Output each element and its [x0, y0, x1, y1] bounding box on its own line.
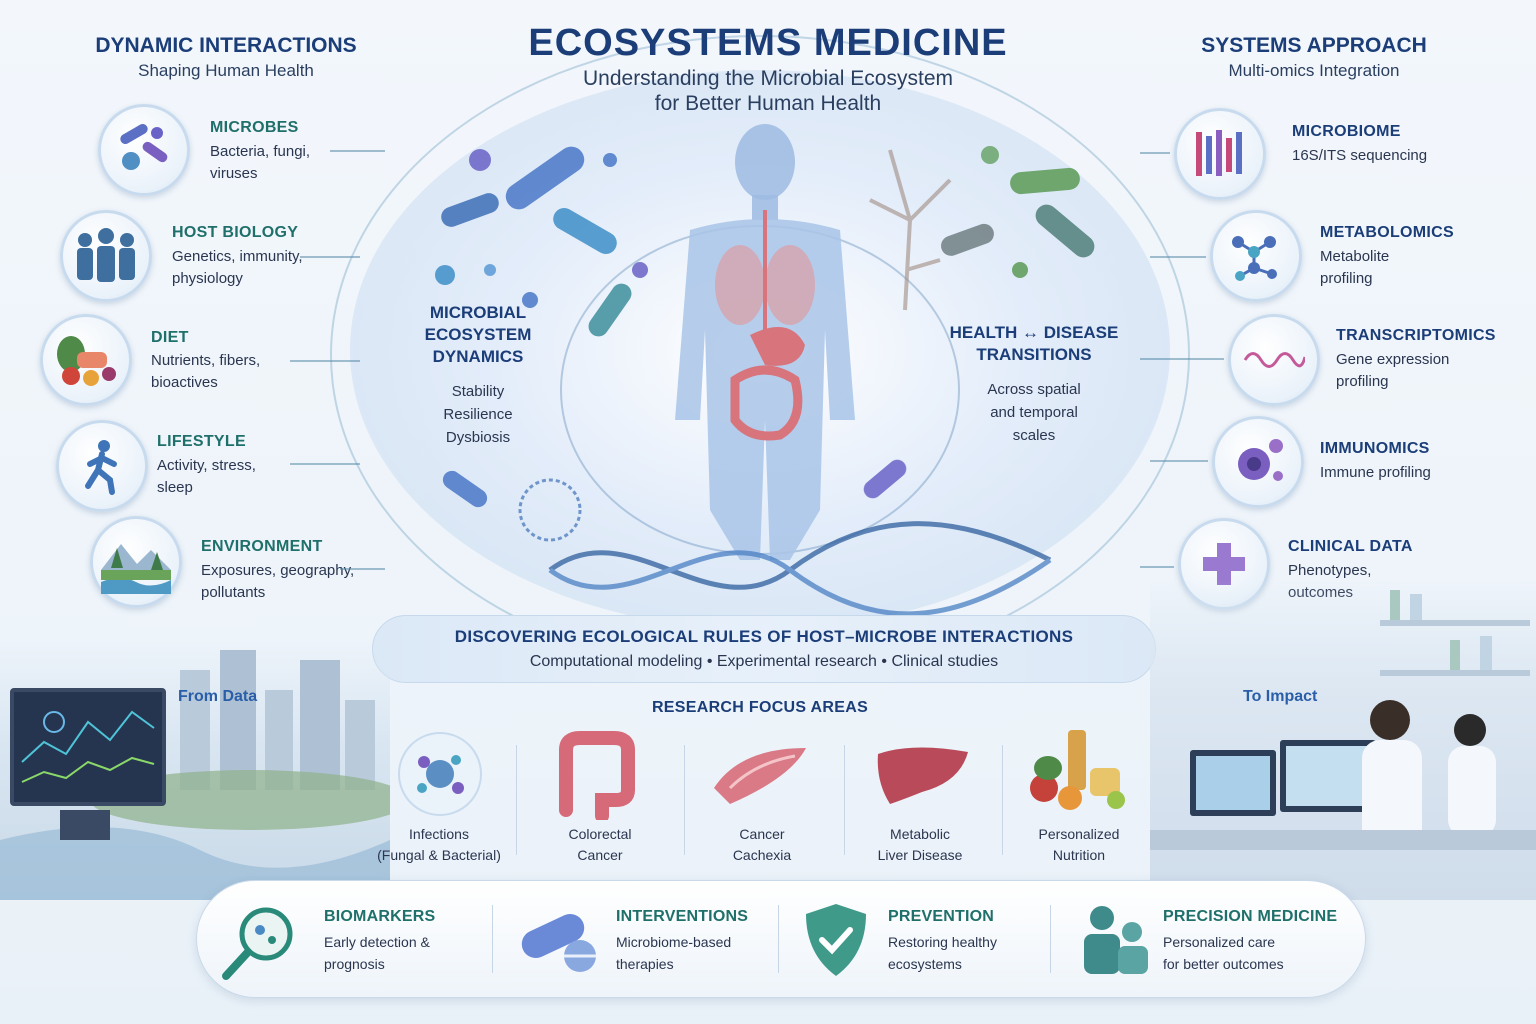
dna-helix	[548, 521, 1052, 617]
right-panel-heading: SYSTEMS APPROACH	[1201, 34, 1427, 57]
connector	[290, 463, 360, 465]
human-body	[675, 124, 855, 560]
focus-title: RESEARCH FOCUS AREAS	[651, 699, 869, 716]
pathogen-icon	[398, 732, 482, 816]
microbes-icon	[98, 104, 190, 196]
connector	[300, 256, 360, 258]
outcome-desc: Early detection &prognosis	[324, 934, 430, 972]
monitor	[10, 688, 166, 806]
left-item-desc: Nutrients, fibers,bioactives	[151, 352, 261, 391]
left-panel-heading: DYNAMIC INTERACTIONS	[95, 34, 357, 57]
nutrition-icon	[1028, 728, 1132, 817]
subtitle-line-2: for Better Human Health	[654, 92, 882, 115]
lab-scene	[1150, 580, 1536, 900]
muscle-icon	[710, 738, 810, 813]
connector	[1150, 256, 1206, 258]
runner-icon	[56, 420, 148, 512]
colon-icon	[552, 730, 642, 825]
connector	[1140, 152, 1170, 154]
left-item-title: ENVIRONMENT	[201, 538, 323, 555]
connector	[340, 568, 385, 570]
divider	[1050, 905, 1051, 973]
right-item-title: METABOLOMICS	[1320, 224, 1454, 241]
wave-icon	[1228, 314, 1320, 406]
liver-icon	[872, 742, 972, 813]
right-item-title: MICROBIOME	[1292, 123, 1401, 140]
outcome-title: BIOMARKERS	[324, 908, 436, 925]
health-disease-label: HEALTH ↔ DISEASE TRANSITIONS Across spat…	[949, 323, 1119, 444]
pill-icon	[516, 904, 606, 981]
band-subtitle: Computational modeling • Experimental re…	[529, 653, 999, 670]
left-item-title: DIET	[151, 329, 189, 346]
divider	[778, 905, 779, 973]
connector	[1140, 566, 1174, 568]
left-item-desc: Exposures, geography,pollutants	[201, 562, 355, 601]
outcome-title: PRECISION MEDICINE	[1163, 908, 1338, 925]
right-item-title: IMMUNOMICS	[1320, 440, 1430, 457]
left-item-title: HOST BIOLOGY	[172, 224, 299, 241]
connector	[330, 150, 385, 152]
microbes-left	[435, 146, 648, 542]
left-item-desc: Genetics, immunity,physiology	[172, 248, 303, 287]
outcome-title: INTERVENTIONS	[616, 908, 749, 925]
focus-label: Infections(Fungal & Bacterial)	[377, 826, 501, 863]
shield-check-icon	[804, 902, 868, 983]
right-panel-subheading: Multi-omics Integration	[1228, 61, 1400, 80]
left-panel-subheading: Shaping Human Health	[138, 61, 314, 80]
divider	[492, 905, 493, 973]
connector	[1140, 358, 1224, 360]
central-illustration	[435, 124, 1095, 617]
landscape-icon	[90, 516, 182, 608]
microbes-right	[863, 146, 1095, 499]
ecosystem-dynamics-label: MICROBIAL ECOSYSTEM DYNAMICS Stability R…	[424, 303, 532, 446]
sequencing-icon	[1174, 108, 1266, 200]
page-title: ECOSYSTEMS MEDICINE	[528, 22, 1008, 64]
monitor-stand	[60, 810, 110, 840]
outcomes-bar	[196, 880, 1366, 998]
subtitle-line-1: Understanding the Microbial Ecosystem	[582, 67, 953, 90]
page-subtitle: Understanding the Microbial Ecosystem fo…	[468, 66, 1068, 116]
left-item-title: MICROBES	[210, 119, 299, 136]
molecule-icon	[1210, 210, 1302, 302]
connector	[290, 360, 360, 362]
people-icon	[60, 210, 152, 302]
magnifier-icon	[220, 902, 300, 987]
family-icon	[1076, 904, 1152, 981]
left-item-desc: Activity, stress,sleep	[157, 457, 256, 496]
right-item-title: TRANSCRIPTOMICS	[1336, 327, 1496, 344]
right-item-desc: Immune profiling	[1320, 464, 1431, 481]
connector	[1150, 460, 1208, 462]
divider	[844, 745, 845, 855]
band-title: DISCOVERING ECOLOGICAL RULES OF HOST–MIC…	[454, 627, 1074, 646]
right-item-title: CLINICAL DATA	[1288, 538, 1413, 555]
outcome-title: PREVENTION	[888, 908, 995, 925]
left-item-desc: Bacteria, fungi,viruses	[210, 143, 311, 182]
left-item-title: LIFESTYLE	[157, 433, 246, 450]
divider	[516, 745, 517, 855]
discovery-band	[372, 615, 1156, 683]
right-item-desc: 16S/ITS sequencing	[1292, 147, 1428, 164]
divider	[684, 745, 685, 855]
from-data-label: From Data	[178, 688, 258, 705]
food-icon	[40, 314, 132, 406]
immune-cell-icon	[1212, 416, 1304, 508]
divider	[1002, 745, 1003, 855]
to-impact-label: To Impact	[1243, 688, 1318, 705]
